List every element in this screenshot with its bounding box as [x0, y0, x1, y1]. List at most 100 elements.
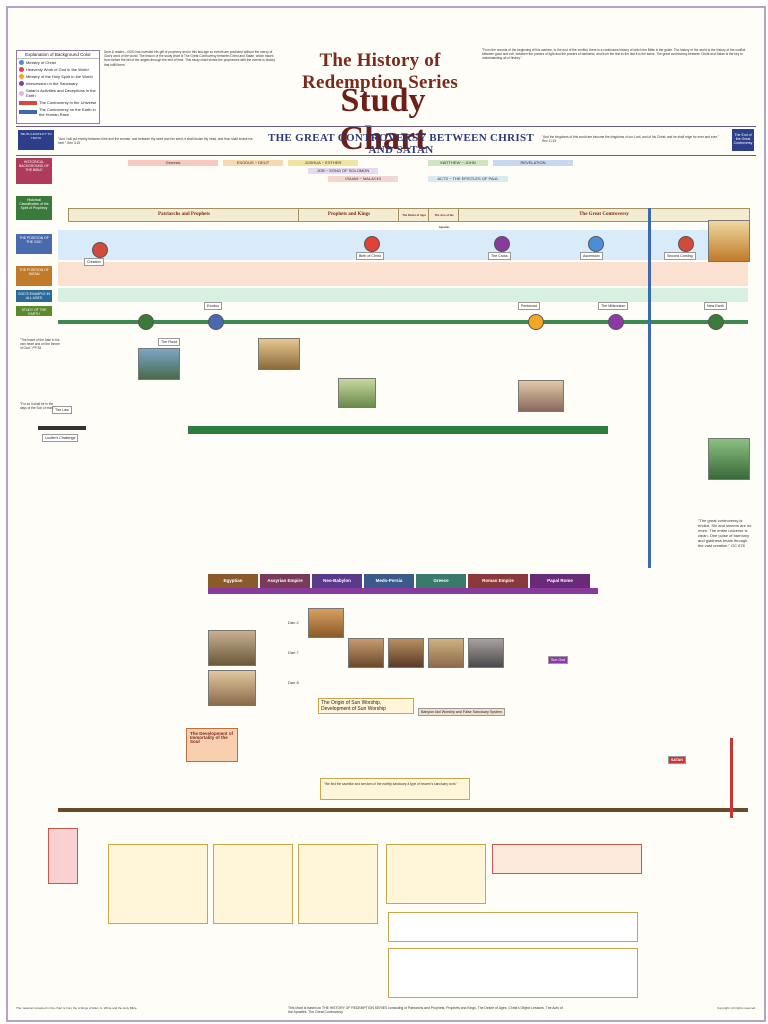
lucifer-bar [38, 426, 86, 430]
pentecost-label: Pentecost [518, 302, 540, 310]
law-label: The Law [52, 406, 72, 414]
timeline-prophecy [208, 588, 598, 594]
legend-item: The Controversy in the Universe [17, 99, 99, 106]
temple-image [338, 378, 376, 408]
left-quote-2: "For so it shall be in the days of the S… [20, 402, 55, 411]
glory-image [708, 220, 750, 262]
ascension-label: Ascension [580, 252, 603, 260]
side-label-god: THE POSITION OF THE GOD [16, 234, 52, 254]
lower-panel-1 [108, 844, 208, 924]
era-acts: ACTS ~ THE EPISTLES OF PAUL [428, 176, 508, 182]
cross-node [494, 236, 510, 252]
legend-label: The Controversy in the Universe [39, 100, 97, 105]
god-band [58, 230, 748, 260]
kingdom-persia: Medo-Persia [364, 574, 414, 588]
satan-label: SATAN [668, 756, 686, 764]
flood-label: The Flood [158, 338, 181, 346]
series-title: The History of Redemption Series [302, 50, 458, 93]
side-label-classification: Historical Classification of the Spirit … [16, 196, 52, 220]
banner-title: THE GREAT CONTROVERSY BETWEEN CHRIST AND… [267, 132, 535, 156]
color-legend: Explanation of Background Color Ministry… [16, 50, 100, 124]
example-band [58, 288, 748, 302]
timeline-kingdoms [188, 426, 608, 434]
band-desire-ages: The Desire of Ages [398, 208, 430, 222]
new-earth-node [708, 314, 724, 330]
footer-right: Copyright. All rights reserved. [716, 1006, 756, 1010]
ascension-node [588, 236, 604, 252]
lower-panel-4 [386, 844, 486, 904]
legend-label: Intercession in the Sanctuary [26, 81, 78, 86]
side-label-example: GOD'S EXAMPLE IN ALL AGES [16, 290, 52, 302]
footer-center: This chart is based on THE HISTORY OF RE… [288, 1006, 563, 1014]
band-acts-apostles: The Acts of the Apostles [428, 208, 460, 229]
second-coming-label: Second Coming [664, 252, 696, 260]
era-genesis: Genesis [128, 160, 218, 166]
band-great-controversy: The Great Controversy [458, 208, 750, 222]
legend-label: The Controversy on the Earth in the Huma… [39, 107, 96, 117]
sanctuary-quote: "We find the sacrifice and services of t… [320, 778, 470, 800]
dan7-label: Dan 7 [288, 650, 299, 655]
dan8-label: Dan 8 [288, 680, 299, 685]
banner-quote-left: "And I will put enmity between thee and … [58, 137, 253, 145]
left-quote: "The leave of the hate in his own heart … [20, 338, 60, 351]
flood-node [138, 314, 154, 330]
era-revelation: REVELATION [493, 160, 573, 166]
kingdom-papal-rome: Papal Rome [530, 574, 590, 588]
side-label-study: STUDY OF THE EARTH [16, 306, 52, 316]
legend-swatch [19, 74, 24, 79]
lower-panel-5 [492, 844, 642, 874]
kingdom-babylon: Neo-Babylon [312, 574, 362, 588]
legend-swatch [19, 67, 24, 72]
kingdom-rome: Roman Empire [468, 574, 528, 588]
legend-label: Ministry of Christ [26, 60, 56, 65]
creation-node [92, 242, 108, 258]
satan-vbar [730, 738, 733, 818]
era-exodus: EXODUS ~ DEUT [223, 160, 283, 166]
right-quote: "The great controversy is ended. Sin and… [698, 518, 752, 548]
era-matthew: MATTHEW ~ JOHN [428, 160, 488, 166]
pentecost-node [528, 314, 544, 330]
apostles-image [518, 380, 564, 412]
dan2-label: Dan 2 [288, 620, 299, 625]
legend-title: Explanation of Background Color [17, 51, 99, 59]
legend-label: Ministry of the Holy Spirit in the World [26, 74, 93, 79]
left-red-panel [48, 828, 78, 884]
study-chart-sheet: Explanation of Background Color Ministry… [6, 6, 766, 1022]
christ-vbar [648, 208, 651, 568]
kingdom-greece: Greece [416, 574, 466, 588]
kingdom-egypt: Egyptian [208, 574, 258, 588]
sun-worship-label: The Origin of Sun Worship, Development o… [318, 698, 414, 714]
side-label-historical: HISTORICAL BACKGROUND OF THE BIBLE [16, 158, 52, 184]
legend-label: Heavenly Work of God in the World [26, 67, 89, 72]
leopard-image [428, 638, 464, 668]
beast-image [468, 638, 504, 668]
lower-panel-2 [213, 844, 293, 924]
satan-band [58, 262, 748, 286]
babylon-worship-label: Babylon Idol Worship and False Sanctuary… [418, 708, 505, 716]
immortality-panel: The Development of Immortality of the So… [186, 728, 238, 762]
intro-text: Dear & reader—GOD has invested His gift … [104, 50, 276, 67]
legend-swatch [19, 60, 24, 65]
intro-right-text: "From the records of the beginning of th… [482, 48, 746, 61]
new-earth-label: New Earth [704, 302, 727, 310]
side-label-satan: THE POSITION OF SATAN [16, 266, 52, 286]
lower-panel-7 [388, 948, 638, 998]
truth-box: TRUTH HOSTILITY TO TRUTH [18, 130, 54, 150]
birth-node [364, 236, 380, 252]
timeline-lower [58, 808, 748, 812]
new-earth-image [708, 438, 750, 480]
lower-panel-6 [388, 912, 638, 942]
era-job: JOB ~ SONG OF SOLOMON [308, 168, 378, 174]
second-coming-node [678, 236, 694, 252]
cross-label: The Cross [488, 252, 511, 260]
banner-quote-right: "And the kingdoms of this world are beco… [542, 135, 719, 143]
lion-image [348, 638, 384, 668]
legend-item: Satan's Activities and Deceptions in the… [17, 87, 99, 99]
legend-label: Satan's Activities and Deceptions in the… [26, 88, 96, 98]
end-box: The End of the Great Controversy [732, 129, 754, 151]
legend-swatch [19, 100, 37, 105]
timeline-main [58, 320, 748, 324]
exodus-node [208, 314, 224, 330]
legend-item: Heavenly Work of God in the World [17, 66, 99, 73]
millennium-node [608, 314, 624, 330]
